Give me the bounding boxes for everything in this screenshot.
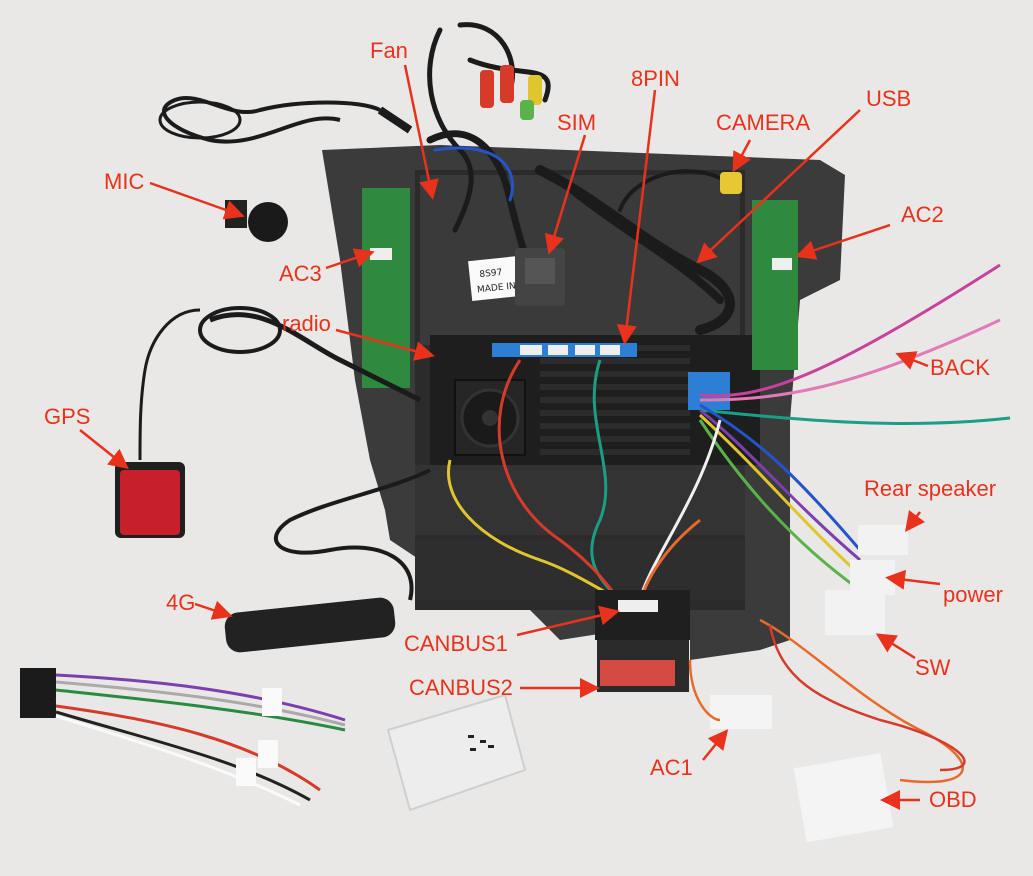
wire-harness (447, 263, 1011, 606)
screw-bag (386, 693, 527, 812)
label-sim: SIM (557, 110, 597, 135)
label-mic: MIC (104, 169, 145, 194)
label-camera: CAMERA (716, 110, 811, 135)
label-ac3: AC3 (279, 261, 322, 286)
canbus-module (595, 590, 690, 692)
label-canbus2: CANBUS2 (409, 675, 513, 700)
label-power: power (943, 582, 1003, 607)
svg-text:8S97: 8S97 (479, 268, 503, 280)
rca-plugs (480, 65, 742, 194)
green-board-left (362, 188, 410, 388)
label-8pin: 8PIN (631, 66, 680, 91)
label-rear-speaker: Rear speaker (864, 476, 997, 501)
iso-harness (20, 668, 346, 807)
label-ac1: AC1 (650, 755, 693, 780)
label-gps: GPS (44, 404, 91, 429)
gps-antenna (115, 306, 422, 538)
label-canbus1: CANBUS1 (404, 631, 508, 656)
label-back: BACK (930, 355, 990, 380)
label-obd: OBD (929, 787, 977, 812)
svg-text:MADE IN C: MADE IN C (477, 280, 526, 295)
label-sw: SW (915, 655, 951, 680)
label-arrows (79, 64, 941, 810)
label-fan: Fan (370, 38, 408, 63)
label-4g: 4G (166, 590, 196, 615)
label-usb: USB (866, 86, 912, 111)
obd-wires (688, 618, 966, 784)
main-connector (688, 372, 730, 410)
label-radio: radio (282, 311, 331, 336)
4g-antenna (224, 468, 431, 653)
green-board-right (752, 200, 798, 370)
label-ac2: AC2 (901, 202, 944, 227)
white-connectors (710, 525, 908, 843)
